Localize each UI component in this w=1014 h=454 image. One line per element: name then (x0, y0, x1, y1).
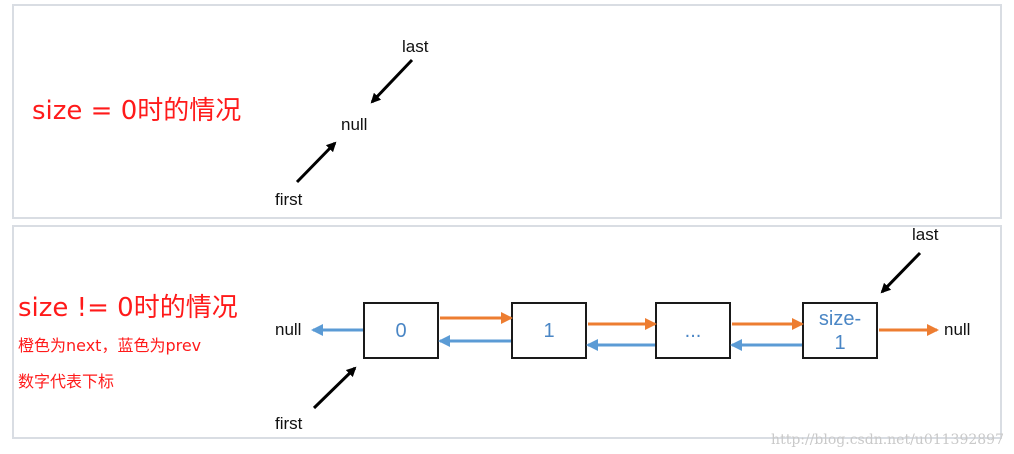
nonempty-list-title: size != 0时的情况 (18, 293, 238, 323)
last-pointer-label: last (402, 37, 429, 56)
empty-list-panel (12, 4, 1002, 219)
first-pointer-arrow (312, 366, 357, 410)
list-node-0: 0 (363, 302, 439, 359)
head-null-label: null (275, 320, 302, 339)
list-node-last: size- 1 (802, 302, 878, 359)
node-index-line1: size- (818, 307, 862, 330)
null-label: null (341, 115, 368, 134)
node-index-line2: 1 (834, 331, 846, 354)
last-pointer-arrow (880, 251, 922, 294)
node-index: 1 (543, 319, 555, 342)
node-index: ... (684, 319, 702, 342)
last-pointer-arrow (370, 58, 414, 104)
watermark: http://blog.csdn.net/u011392897 (771, 432, 1004, 448)
first-pointer-label: first (275, 414, 303, 433)
tail-null-label: null (944, 320, 971, 339)
legend-note: 橙色为next，蓝色为prev (18, 336, 202, 355)
first-pointer-arrow (295, 141, 337, 184)
node-index: 0 (395, 319, 407, 342)
list-node-ellipsis: ... (655, 302, 731, 359)
first-pointer-label: first (275, 190, 303, 209)
index-note: 数字代表下标 (18, 372, 115, 391)
list-node-1: 1 (511, 302, 587, 359)
last-pointer-label: last (912, 225, 939, 244)
empty-list-title: size = 0时的情况 (32, 96, 242, 126)
